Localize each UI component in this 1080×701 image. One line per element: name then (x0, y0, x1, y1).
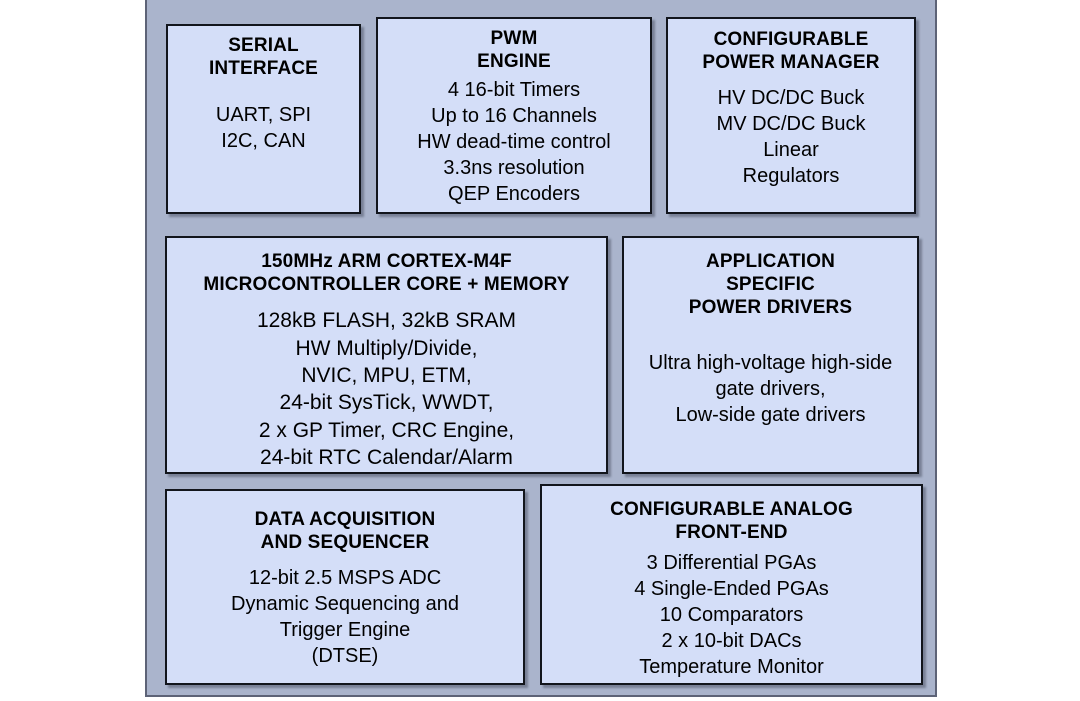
block-configurable-power-manager-body: HV DC/DC Buck MV DC/DC Buck Linear Regul… (716, 87, 866, 188)
block-microcontroller-core[interactable]: 150MHz ARM CORTEX-M4F MICROCONTROLLER CO… (165, 236, 608, 474)
block-microcontroller-core-title: 150MHz ARM CORTEX-M4F MICROCONTROLLER CO… (203, 251, 570, 296)
block-configurable-power-manager[interactable]: CONFIGURABLE POWER MANAGER HV DC/DC Buck… (666, 17, 916, 214)
block-pwm-engine-title: PWM ENGINE (477, 28, 551, 73)
block-serial-interface-body: UART, SPI I2C, CAN (215, 104, 312, 153)
block-data-acquisition-and-sequencer-title: DATA ACQUISITION AND SEQUENCER (254, 509, 436, 554)
block-configurable-analog-front-end-title: CONFIGURABLE ANALOG FRONT-END (610, 499, 853, 544)
block-pwm-engine[interactable]: PWM ENGINE 4 16-bit Timers Up to 16 Chan… (376, 17, 652, 214)
block-configurable-analog-front-end[interactable]: CONFIGURABLE ANALOG FRONT-END 3 Differen… (540, 484, 923, 685)
block-data-acquisition-and-sequencer[interactable]: DATA ACQUISITION AND SEQUENCER 12-bit 2.… (165, 489, 525, 685)
block-configurable-power-manager-title: CONFIGURABLE POWER MANAGER (702, 29, 880, 74)
block-application-specific-power-drivers[interactable]: APPLICATION SPECIFIC POWER DRIVERS Ultra… (622, 236, 919, 474)
chip-block-diagram-container: SERIAL INTERFACE UART, SPI I2C, CAN PWM … (145, 0, 937, 697)
block-serial-interface[interactable]: SERIAL INTERFACE UART, SPI I2C, CAN (166, 24, 361, 214)
block-configurable-analog-front-end-body: 3 Differential PGAs 4 Single-Ended PGAs … (634, 552, 829, 679)
block-serial-interface-title: SERIAL INTERFACE (208, 35, 319, 80)
block-pwm-engine-body: 4 16-bit Timers Up to 16 Channels HW dea… (417, 79, 611, 206)
block-application-specific-power-drivers-body: Ultra high-voltage high-side gate driver… (648, 351, 893, 426)
block-data-acquisition-and-sequencer-body: 12-bit 2.5 MSPS ADC Dynamic Sequencing a… (231, 567, 459, 668)
block-application-specific-power-drivers-title: APPLICATION SPECIFIC POWER DRIVERS (688, 251, 853, 319)
block-microcontroller-core-body: 128kB FLASH, 32kB SRAM HW Multiply/Divid… (256, 309, 517, 469)
